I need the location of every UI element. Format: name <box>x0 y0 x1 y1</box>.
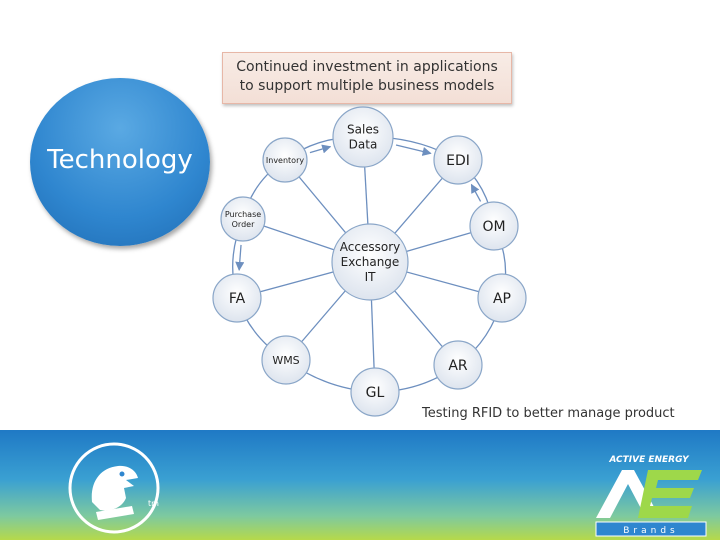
node-purchase-circle <box>220 196 266 242</box>
node-inventory-circle <box>262 137 308 183</box>
trademark-mark: tm <box>148 499 159 508</box>
arrow-sales-to-edi <box>395 144 432 156</box>
node-ar-label: AR <box>448 358 468 374</box>
node-ar-circle <box>433 340 483 390</box>
arrow-inventory-to-sales <box>309 144 332 154</box>
node-ap-label: AP <box>493 291 511 307</box>
arrow-purchase-to-fa <box>235 244 245 271</box>
node-inventory: Inventory <box>262 137 308 183</box>
technology-label: Technology <box>47 145 193 175</box>
node-fa: FA <box>212 273 262 323</box>
node-ap: AP <box>477 273 527 323</box>
brand-name: ACTIVE ENERGY <box>608 455 690 465</box>
node-sales-label: Data <box>349 138 378 152</box>
node-edi-label: EDI <box>446 153 470 169</box>
active-energy-brands-logo: ACTIVE ENERGY Brands <box>595 455 707 537</box>
node-wms: WMS <box>261 335 311 385</box>
node-inventory-label: Inventory <box>266 156 304 165</box>
node-wms-circle <box>261 335 311 385</box>
node-sales-circle <box>332 106 394 168</box>
brand-subtitle: Brands <box>623 526 679 536</box>
node-wms-label: WMS <box>272 354 299 367</box>
node-om-circle <box>469 201 519 251</box>
node-gl-circle <box>350 367 400 417</box>
hub-node-label: IT <box>365 270 377 284</box>
node-sales-label: Sales <box>347 123 379 137</box>
crocodile-mascot-logo: tm <box>68 442 160 534</box>
footer-band: tm ACTIVE ENERGY Brands <box>0 430 720 540</box>
node-gl-label: GL <box>366 385 385 401</box>
node-edi-circle <box>433 135 483 185</box>
node-ar: AR <box>433 340 483 390</box>
hub-node-label: Exchange <box>341 255 400 269</box>
node-purchase-label: Order <box>232 220 255 229</box>
technology-circle: Technology <box>30 78 210 246</box>
node-ap-circle <box>477 273 527 323</box>
node-purchase-label: Purchase <box>225 210 261 219</box>
arrow-om-to-edi <box>470 183 482 202</box>
hub-node-label: Accessory <box>340 240 400 254</box>
node-om: OM <box>469 201 519 251</box>
node-fa-label: FA <box>229 291 246 307</box>
rfid-caption: Testing RFID to better manage product <box>422 406 675 421</box>
node-fa-circle <box>212 273 262 323</box>
hub-node-circle <box>331 223 409 301</box>
node-om-label: OM <box>482 219 505 235</box>
node-edi: EDI <box>433 135 483 185</box>
investment-callout: Continued investment in applications to … <box>222 52 512 104</box>
node-gl: GL <box>350 367 400 417</box>
